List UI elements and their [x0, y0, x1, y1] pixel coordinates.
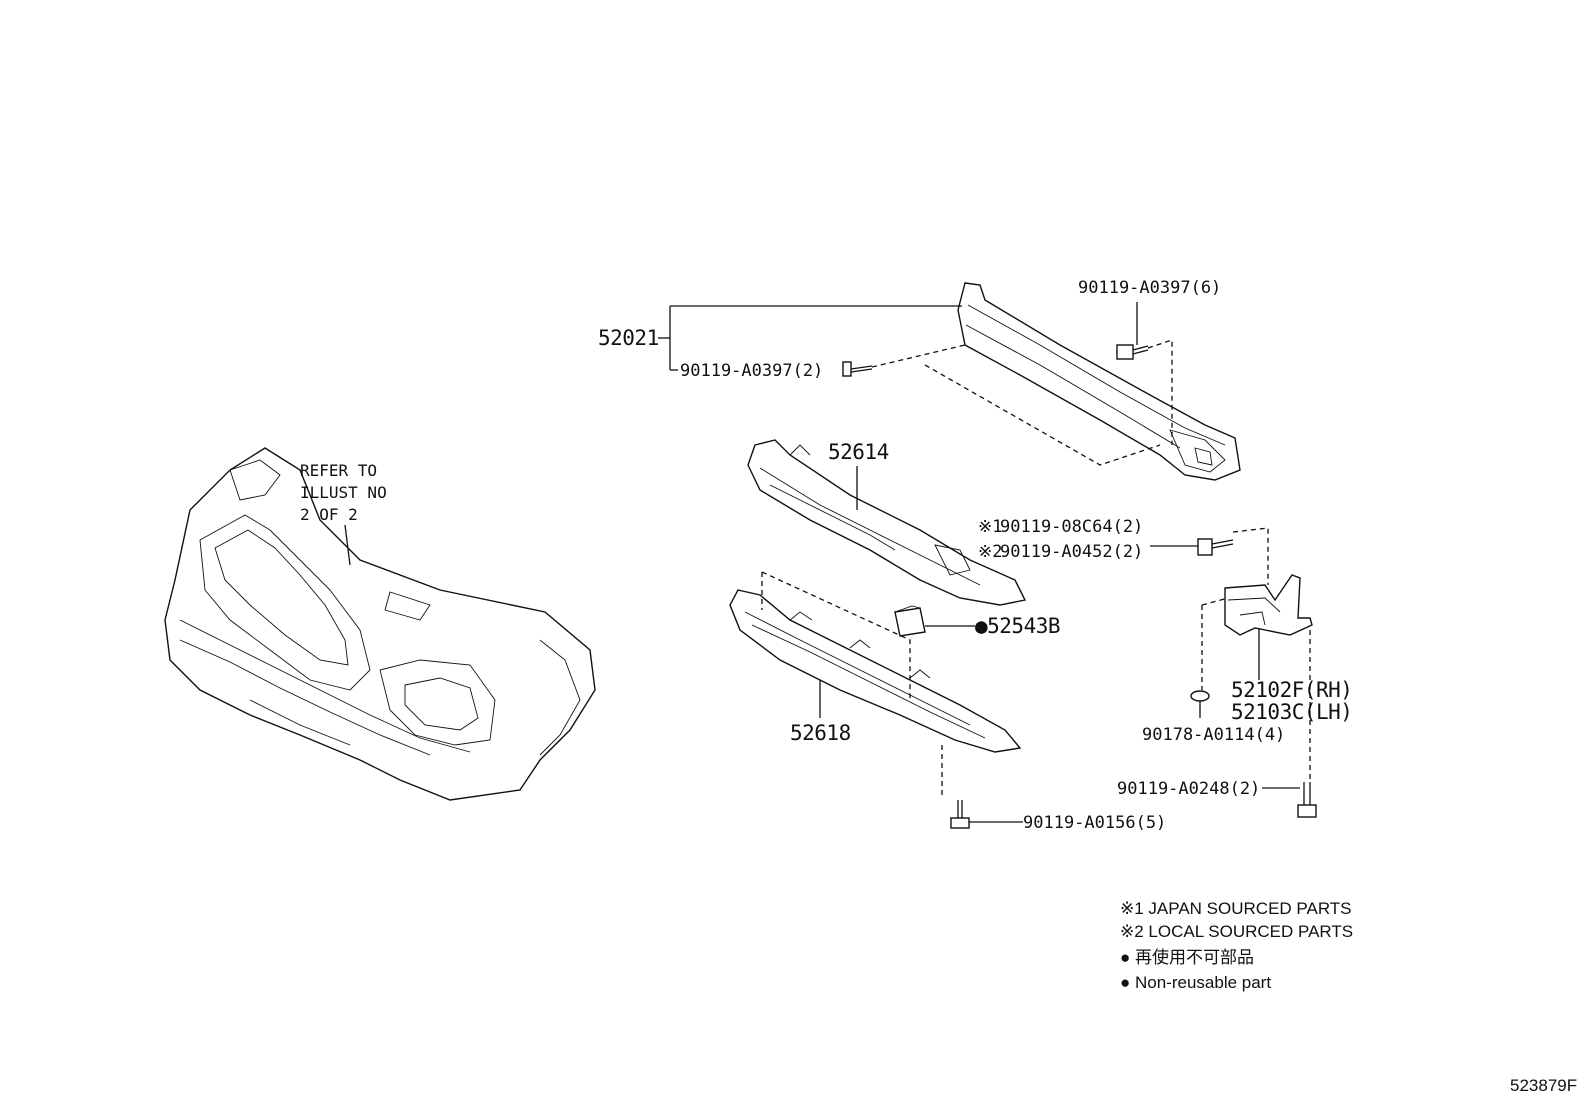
- bolt-icon: [1116, 344, 1149, 360]
- legend: ※1 JAPAN SOURCED PARTS ※2 LOCAL SOURCED …: [1120, 899, 1353, 992]
- label-bolt-a0452: 90119-A0452(2): [1000, 542, 1143, 562]
- bumper-reinforcement-52021: [957, 282, 1241, 481]
- legend-japan-sourced: ※1 JAPAN SOURCED PARTS: [1120, 899, 1352, 918]
- mark-1: ※1: [978, 517, 1002, 537]
- bolt-icon: [1297, 782, 1317, 818]
- bracket-52102f-52103c: [1224, 574, 1313, 636]
- label-52618: 52618: [790, 721, 851, 745]
- label-bolt-08c64: 90119-08C64(2): [1000, 517, 1143, 537]
- label-bolt-a0397-2: 90119-A0397(2): [680, 361, 823, 381]
- bumper-spacer-52543b: [894, 605, 926, 637]
- clip-icon: [1190, 690, 1210, 718]
- mark-2: ※2: [978, 542, 1002, 562]
- label-52102f-rh: 52102F(RH): [1231, 678, 1352, 702]
- legend-non-reusable-en: ● Non-reusable part: [1120, 973, 1271, 992]
- diagram-id: 523879F: [1510, 1076, 1577, 1095]
- refer-note-line2: ILLUST NO: [300, 483, 387, 502]
- label-52614: 52614: [828, 440, 889, 464]
- bumper-cover-illustration: [164, 447, 596, 801]
- label-bolt-a0248: 90119-A0248(2): [1117, 779, 1260, 799]
- refer-note-line1: REFER TO: [300, 461, 377, 480]
- label-52543b: ●52543B: [975, 614, 1060, 638]
- label-52103c-lh: 52103C(LH): [1231, 700, 1352, 724]
- label-bolt-a0156: 90119-A0156(5): [1023, 813, 1166, 833]
- refer-note-line3: 2 OF 2: [300, 505, 358, 524]
- bolt-icon: [950, 800, 970, 829]
- energy-absorber-52614: [747, 439, 1027, 606]
- label-clip-a0114: 90178-A0114(4): [1142, 725, 1285, 745]
- legend-non-reusable-jp: ● 再使用不可部品: [1120, 947, 1254, 967]
- under-cover-52618: [729, 589, 1022, 753]
- legend-local-sourced: ※2 LOCAL SOURCED PARTS: [1120, 922, 1353, 941]
- bolt-icon: [842, 361, 873, 377]
- label-52021: 52021: [598, 326, 659, 350]
- bolt-icon: [1197, 538, 1234, 556]
- label-bolt-a0397-6: 90119-A0397(6): [1078, 278, 1221, 298]
